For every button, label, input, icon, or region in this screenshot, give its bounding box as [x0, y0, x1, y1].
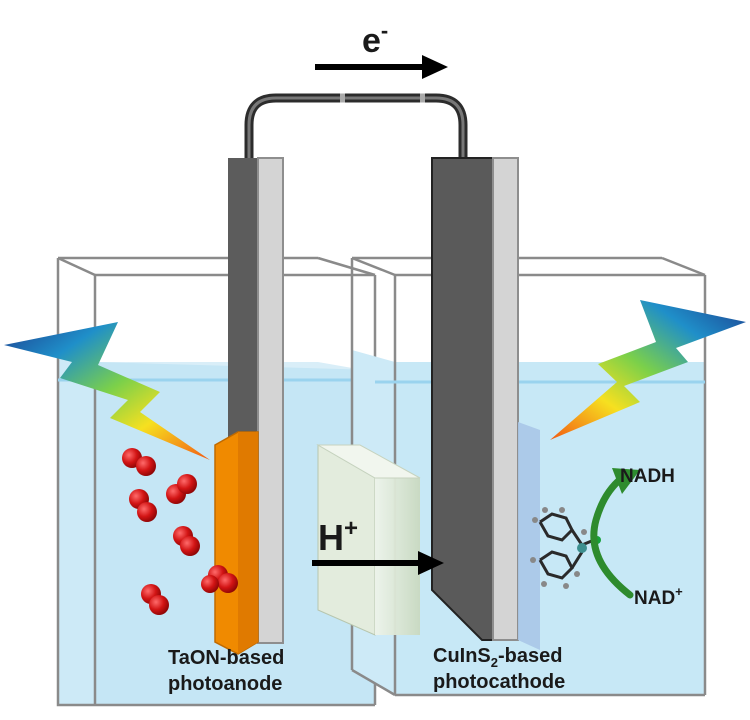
external-wire	[244, 93, 468, 165]
electron-charge: -	[381, 18, 388, 43]
proton-label: H+	[318, 515, 358, 558]
cathode-subscript: 2	[491, 655, 498, 670]
oxygen-bubble-icon	[173, 526, 200, 556]
oxygen-bubble-icon	[166, 474, 197, 504]
nadh-label: NADH	[620, 466, 675, 487]
proton-exchange-membrane	[316, 444, 421, 636]
oxygen-bubble-icon	[141, 584, 169, 615]
light-bolt-icon	[4, 322, 210, 460]
cathode-caption-2: photocathode	[433, 671, 565, 693]
anode-caption-2: photoanode	[168, 673, 282, 695]
catalyst-molecule-icon	[530, 507, 601, 589]
cathode-caption: CuInS2-based	[433, 645, 562, 670]
anode-electrode	[228, 157, 284, 644]
anode-caption: TaON-based	[168, 647, 284, 669]
electron-label: e-	[362, 18, 388, 60]
proton-charge: +	[344, 515, 358, 542]
proton-flow-arrow	[312, 551, 444, 575]
electron-flow-arrow	[315, 55, 448, 79]
oxygen-bubble-icon	[129, 489, 157, 522]
light-bolt-icon	[550, 300, 746, 440]
oxygen-bubble-icon	[201, 565, 238, 593]
nad-plus-label: NAD+	[634, 584, 683, 609]
nad-charge: +	[675, 584, 683, 599]
anode-caption-line2: photoanode	[168, 673, 282, 695]
cathode-caption-line2: photocathode	[433, 671, 565, 693]
nad-reduction-arrow	[590, 468, 640, 599]
anode-caption-line1: TaON-based	[168, 647, 284, 669]
cuins2-film	[518, 422, 540, 650]
oxygen-bubble-icon	[122, 448, 156, 476]
cathode-electrode	[431, 157, 519, 641]
oxygen-bubbles	[122, 448, 238, 615]
